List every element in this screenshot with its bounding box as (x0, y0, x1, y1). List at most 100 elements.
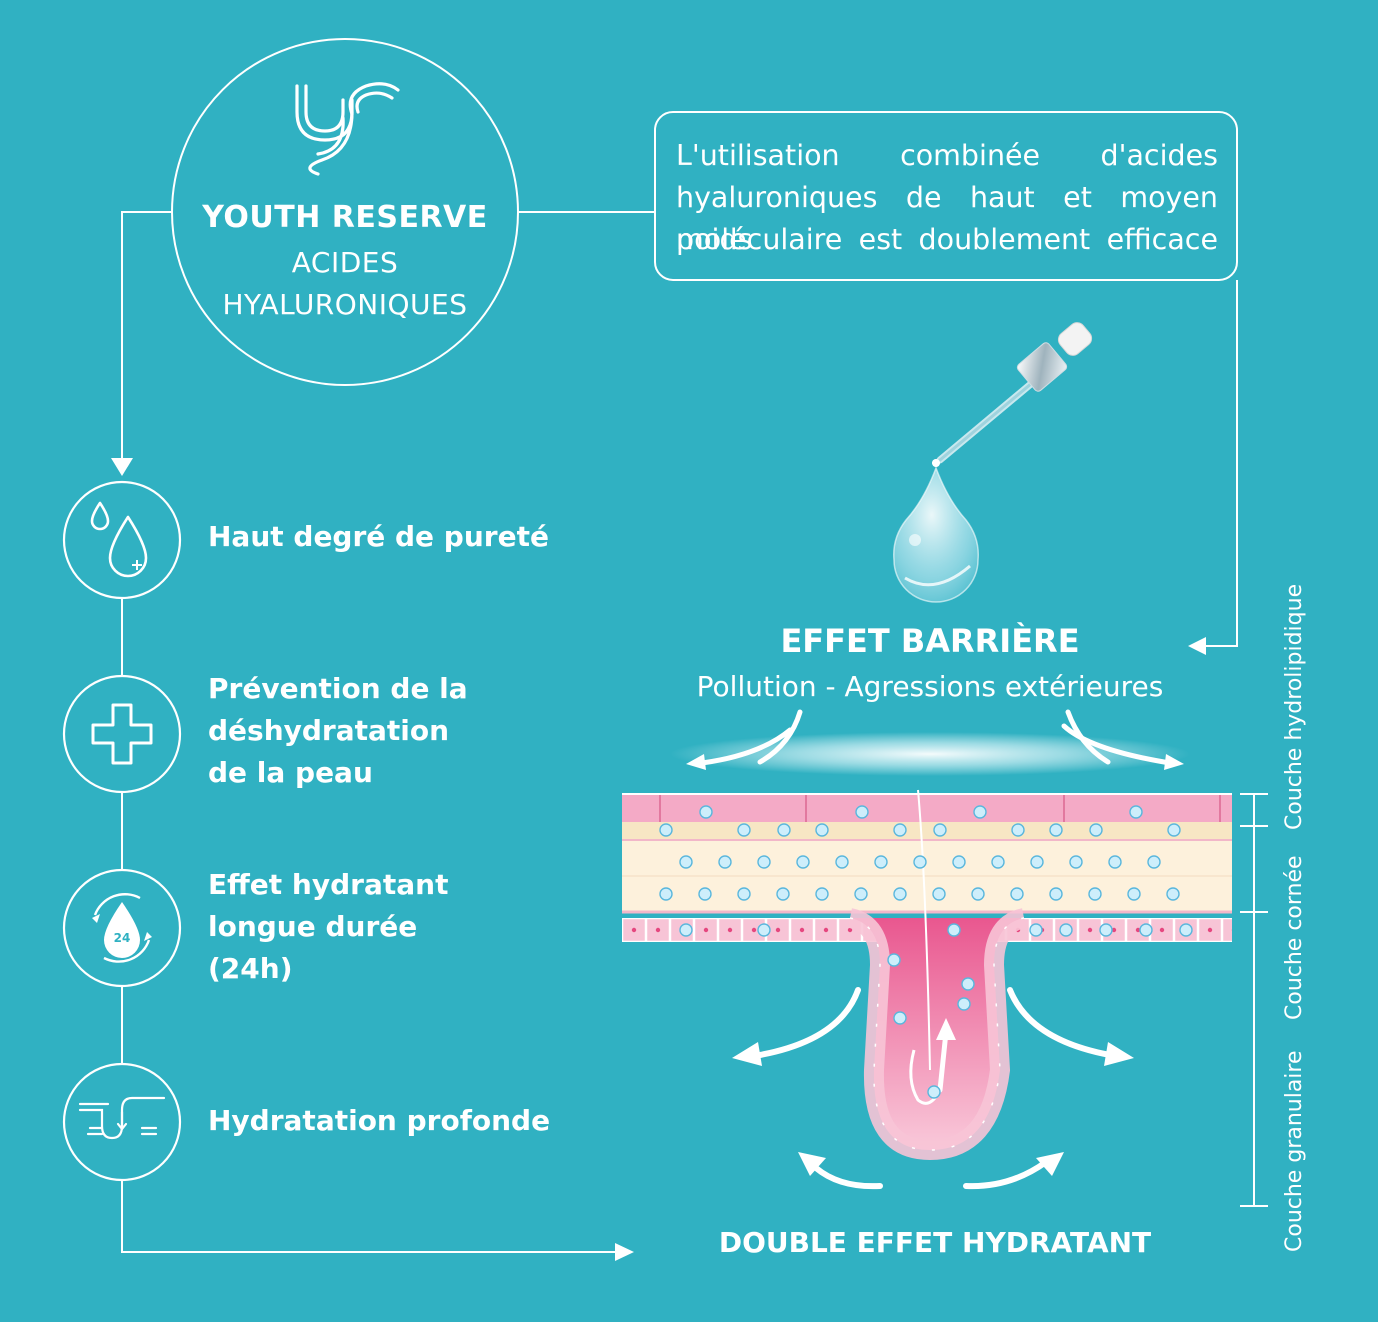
ha-molecule-dot (855, 805, 869, 819)
ha-molecule-dot (947, 923, 961, 937)
ha-molecule-dot (913, 855, 927, 869)
ha-molecule-dot (1147, 855, 1161, 869)
ha-molecule-dot (933, 823, 947, 837)
ha-molecule-dot (777, 823, 791, 837)
ha-molecule-dot (1059, 923, 1073, 937)
deep-hydration-icon (78, 1096, 166, 1140)
info-text-line-3: moléculaire est doublement efficace (676, 223, 1218, 256)
ys-monogram-logo (295, 82, 400, 176)
feature-3-line-1: Effet hydratant (208, 868, 449, 901)
brand-line-1: ACIDES (291, 246, 399, 279)
ha-molecule-dot (659, 887, 673, 901)
pipette-dropper (932, 322, 1093, 467)
feature-4-line-1: Hydratation profonde (208, 1104, 551, 1137)
plus-cross-icon (91, 703, 153, 765)
feature-circle-1 (62, 480, 182, 600)
skin-layers (622, 793, 1232, 942)
layer-label-granulaire: Couche granulaire (1282, 1050, 1307, 1252)
ha-molecule-dot (757, 923, 771, 937)
ha-molecule-dot (1049, 887, 1063, 901)
ha-molecule-dot (699, 805, 713, 819)
info-text-line-1: L'utilisation combinée d'acides (676, 139, 1218, 172)
ha-molecule-dot (1129, 805, 1143, 819)
ha-molecule-dot (835, 855, 849, 869)
brand-title: YOUTH RESERVE (202, 200, 488, 235)
barrier-arrows (699, 709, 1173, 766)
ha-molecule-dot (815, 887, 829, 901)
ha-molecule-dot (718, 855, 732, 869)
serum-droplet (893, 465, 979, 603)
layer-label-cornee: Couche cornée (1282, 855, 1307, 1020)
ha-molecule-dot (1011, 823, 1025, 837)
feature-2-line-3: de la peau (208, 756, 373, 789)
feature-3-line-3: (24h) (208, 952, 293, 985)
ha-molecule-dot (957, 997, 971, 1011)
ha-molecule-dot (1179, 923, 1193, 937)
hydration-arrows (757, 987, 1113, 1190)
layer-brackets (1240, 793, 1268, 1207)
info-text-line-2: hyaluroniques de haut et moyen poids (676, 181, 1218, 256)
feature-2-label: Prévention de la déshydratation de la pe… (208, 668, 468, 794)
arrow-heads (111, 458, 1206, 1261)
hair-follicle (847, 789, 1027, 1161)
ha-molecule-dot (776, 887, 790, 901)
ha-molecule-dot (887, 953, 901, 967)
ha-molecule-dot (1108, 855, 1122, 869)
ha-molecule-dot (973, 805, 987, 819)
feature-4-label: Hydratation profonde (208, 1100, 550, 1142)
24h-drop-icon: 24 (92, 893, 152, 963)
ha-molecule-dot (1029, 923, 1043, 937)
24h-label: 24 (114, 931, 131, 945)
ha-molecule-dot (757, 855, 771, 869)
barrier-mist (670, 732, 1190, 776)
ha-molecule-dot (1088, 887, 1102, 901)
feature-3-label: Effet hydratant longue durée (24h) (208, 864, 448, 990)
double-effect-title: DOUBLE EFFET HYDRATANT (718, 1226, 1152, 1259)
feature-1-line-1: Haut degré de pureté (208, 520, 549, 553)
ha-molecule-dot (815, 823, 829, 837)
feature-2-line-1: Prévention de la (208, 672, 468, 705)
ha-molecule-dot (1030, 855, 1044, 869)
ha-molecule-dot (893, 887, 907, 901)
ha-molecule-dot (971, 887, 985, 901)
ha-molecule-dot (1069, 855, 1083, 869)
info-box (654, 111, 1238, 281)
ha-molecule-dot (927, 1085, 941, 1099)
ha-molecule-dot (679, 855, 693, 869)
connector-lines (121, 211, 1238, 1253)
feature-3-line-2: longue durée (208, 910, 418, 943)
ha-molecule-dot (698, 887, 712, 901)
hyaluronic-dots (659, 805, 1193, 1099)
feature-circle-4 (62, 1062, 182, 1182)
layer-label-hydrolipidique: Couche hydrolipidique (1282, 583, 1307, 830)
feature-circle-2 (62, 674, 182, 794)
ha-molecule-dot (1167, 823, 1181, 837)
ha-molecule-dot (932, 887, 946, 901)
ha-molecule-dot (1089, 823, 1103, 837)
ha-molecule-dot (854, 887, 868, 901)
ha-molecule-dot (874, 855, 888, 869)
ha-molecule-dot (659, 823, 673, 837)
ha-molecule-dot (952, 855, 966, 869)
feature-circle-3 (62, 868, 182, 988)
ha-molecule-dot (1010, 887, 1024, 901)
ha-molecule-dot (1166, 887, 1180, 901)
water-drops-icon (90, 501, 148, 578)
ha-molecule-dot (796, 855, 810, 869)
feature-2-line-2: déshydratation (208, 714, 450, 747)
ha-molecule-dot (1127, 887, 1141, 901)
effect-subtitle: Pollution - Agressions extérieures (696, 670, 1164, 703)
brand-line-2: HYALURONIQUES (222, 288, 468, 321)
ha-molecule-dot (991, 855, 1005, 869)
ha-molecule-dot (893, 823, 907, 837)
feature-1-label: Haut degré de pureté (208, 516, 549, 558)
ha-molecule-dot (1139, 923, 1153, 937)
ha-molecule-dot (1049, 823, 1063, 837)
ha-molecule-dot (893, 1011, 907, 1025)
ha-molecule-dot (737, 887, 751, 901)
ha-molecule-dot (1099, 923, 1113, 937)
ha-molecule-dot (737, 823, 751, 837)
ha-molecule-dot (679, 923, 693, 937)
hydration-arrow-heads (732, 1042, 1134, 1176)
